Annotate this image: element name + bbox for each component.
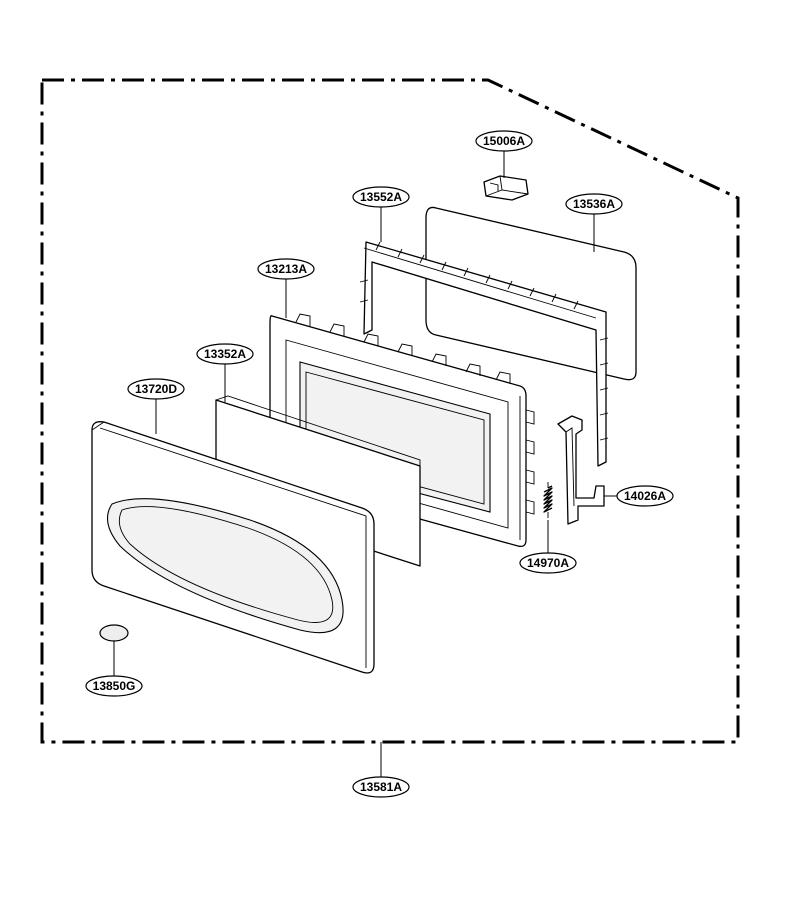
label-13850G: 13850G xyxy=(85,675,143,697)
label-14970A: 14970A xyxy=(519,552,577,574)
svg-text:13552A: 13552A xyxy=(360,190,402,204)
svg-text:13581A: 13581A xyxy=(360,780,402,794)
label-14026A: 14026A xyxy=(616,485,674,507)
svg-text:15006A: 15006A xyxy=(483,134,525,148)
label-13352A: 13352A xyxy=(196,343,254,365)
svg-text:13850G: 13850G xyxy=(93,679,136,693)
svg-text:13720D: 13720D xyxy=(135,382,177,396)
label-15006A: 15006A xyxy=(475,130,533,152)
svg-text:14026A: 14026A xyxy=(624,489,666,503)
part-14970A-spring xyxy=(543,482,553,518)
label-13552A: 13552A xyxy=(352,186,410,208)
leader-lines xyxy=(113,151,617,777)
svg-text:14970A: 14970A xyxy=(527,556,569,570)
svg-text:13536A: 13536A xyxy=(573,197,615,211)
label-13536A: 13536A xyxy=(565,193,623,215)
svg-text:13213A: 13213A xyxy=(265,262,307,276)
label-13213A: 13213A xyxy=(257,258,315,280)
part-13850G-badge xyxy=(99,624,129,642)
svg-text:13352A: 13352A xyxy=(204,347,246,361)
assembly-boundary xyxy=(40,78,740,744)
part-13552A-choke-frame xyxy=(359,241,609,467)
part-14026A-latch xyxy=(557,415,605,525)
label-13720D: 13720D xyxy=(127,378,185,400)
label-13581A: 13581A xyxy=(352,776,410,798)
part-13720D-outer-door xyxy=(91,421,375,674)
part-15006A-clip xyxy=(483,175,529,201)
